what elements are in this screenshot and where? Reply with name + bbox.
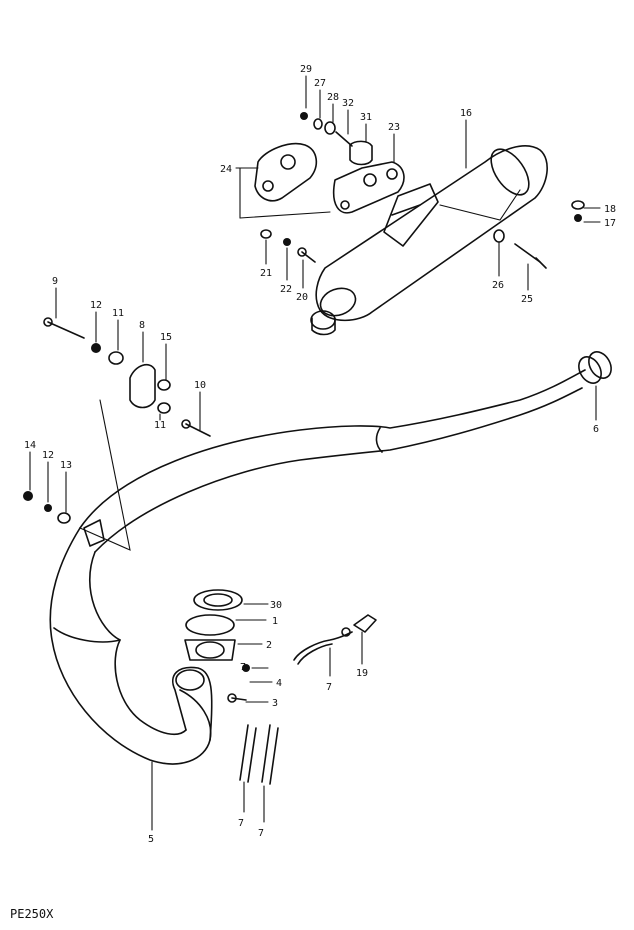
callout-15: 15 (160, 332, 172, 343)
muffler-fasteners (260, 200, 585, 269)
left-fasteners (23, 317, 211, 524)
callout-2: 2 (266, 640, 272, 651)
callout-8: 8 (139, 320, 145, 331)
callout-labels: 29 27 28 32 31 23 16 24 18 17 21 22 20 2… (24, 64, 616, 845)
callout-7-right: 7 (258, 828, 264, 839)
callout-19: 19 (356, 668, 368, 679)
callout-23: 23 (388, 122, 400, 133)
callout-1: 1 (272, 616, 278, 627)
callout-16: 16 (460, 108, 472, 119)
callout-10: 10 (194, 380, 206, 391)
callout-12-lower: 12 (42, 450, 54, 461)
model-label: PE250X (10, 907, 54, 921)
callout-3: 3 (272, 698, 278, 709)
leader-lines (29, 75, 601, 831)
callout-32: 32 (342, 98, 354, 109)
callout-13: 13 (60, 460, 72, 471)
callout-28: 28 (327, 92, 339, 103)
callout-7-spring: 7 (326, 682, 332, 693)
callout-24: 24 (220, 164, 232, 175)
callout-9: 9 (52, 276, 58, 287)
callout-7-small: 7 (240, 662, 246, 673)
callout-21: 21 (260, 268, 272, 279)
callout-11-lower: 11 (154, 420, 166, 431)
callout-27: 27 (314, 78, 326, 89)
muffler-drawing (239, 145, 548, 336)
flange-drawings (184, 589, 250, 703)
callout-7-left: 7 (238, 818, 244, 829)
callout-4: 4 (276, 678, 282, 689)
callout-12-upper: 12 (90, 300, 102, 311)
callout-5: 5 (148, 834, 154, 845)
callout-31: 31 (360, 112, 372, 123)
callout-17: 17 (604, 218, 616, 229)
callout-6: 6 (593, 424, 599, 435)
callout-25: 25 (521, 294, 533, 305)
callout-20: 20 (296, 292, 308, 303)
callout-18: 18 (604, 204, 616, 215)
callout-29: 29 (300, 64, 312, 75)
spring-drawings (239, 614, 377, 785)
callout-14: 14 (24, 440, 36, 451)
exhaust-pipe-drawing (49, 351, 612, 765)
callout-30: 30 (270, 600, 282, 611)
callout-26: 26 (492, 280, 504, 291)
bracket-drawings (254, 112, 405, 214)
callout-11-upper: 11 (112, 308, 124, 319)
callout-22: 22 (280, 284, 292, 295)
